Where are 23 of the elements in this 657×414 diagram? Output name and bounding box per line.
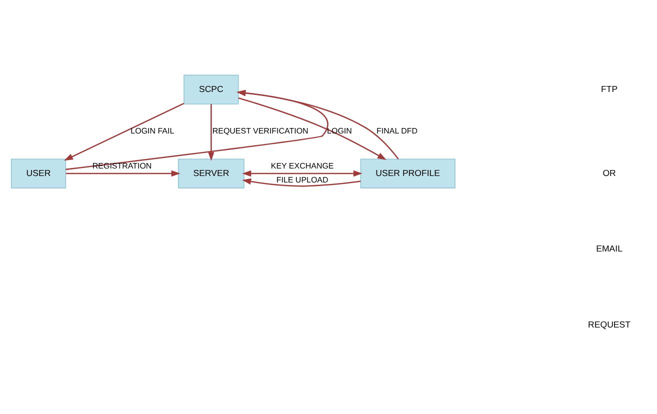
node-box: SCPC <box>184 74 239 104</box>
edge-label: FINAL DFD <box>376 126 418 136</box>
arrow <box>236 89 399 160</box>
edge-label: FILE UPLOAD <box>276 174 328 184</box>
edge-label: KEY EXCHANGE <box>270 161 334 170</box>
node-box: USER PROFILE <box>360 158 456 188</box>
arrow <box>64 102 184 160</box>
label: FTP <box>600 83 618 94</box>
node-box: USER <box>10 158 66 188</box>
arrow <box>242 178 361 186</box>
label: REQUEST <box>588 319 631 330</box>
node-box: SERVER <box>178 158 244 188</box>
arrow <box>238 96 386 160</box>
label: OR <box>602 167 616 178</box>
edge-label: REGISTRATION <box>92 161 152 170</box>
edge-label: LOGIN <box>327 126 352 136</box>
label: EMAIL <box>596 243 622 254</box>
arrow <box>208 103 214 161</box>
arrow <box>66 170 180 176</box>
arrow <box>66 89 328 170</box>
edge-label: REQUEST VERIFICATION <box>212 126 308 136</box>
arrow <box>242 170 362 176</box>
edge-label: LOGIN FAIL <box>130 126 174 136</box>
